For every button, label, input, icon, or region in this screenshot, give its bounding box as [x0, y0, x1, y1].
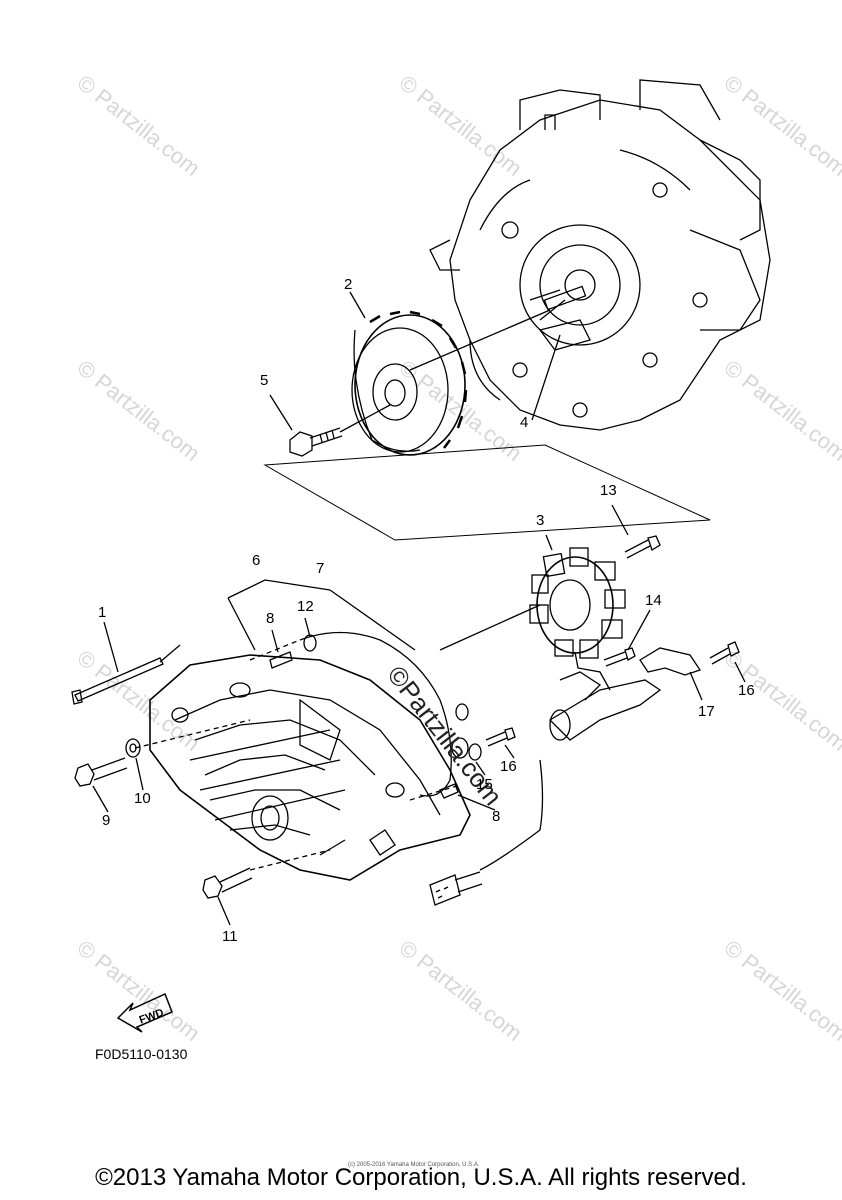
small-copyright: (c) 2005-2016 Yamaha Motor Corporation, … [348, 1162, 480, 1168]
o-ring-15 [451, 737, 469, 759]
callout-leader [217, 896, 231, 926]
flywheel-bolt [289, 427, 343, 457]
fwd-arrow-icon: FWD [116, 992, 173, 1033]
callout-1: 1 [98, 604, 107, 621]
bracket [639, 647, 702, 676]
bolt-9 [74, 757, 128, 787]
callout-leader [611, 504, 629, 536]
o-ring [303, 634, 317, 652]
callout-14: 14 [645, 592, 662, 609]
callout-13: 13 [600, 482, 617, 499]
callout-leader [475, 761, 486, 776]
bolt-16a [709, 641, 740, 665]
bolt-11 [202, 867, 253, 899]
callout-leader [689, 671, 703, 701]
callout-15: 15 [476, 776, 493, 793]
callout-11: 11 [222, 928, 238, 945]
callout-leader [103, 621, 119, 673]
callout-9: 9 [102, 812, 111, 829]
pulser-coil [479, 671, 662, 871]
o-ring-seal [299, 631, 452, 797]
leader-line [159, 644, 181, 663]
callout-leader [457, 794, 496, 811]
callout-16-right: 16 [738, 682, 755, 699]
callout-12: 12 [297, 598, 314, 615]
group-bracket [227, 597, 256, 651]
callout-leader [734, 661, 746, 683]
callout-leader [627, 609, 651, 651]
callout-leader [135, 757, 144, 791]
callout-2: 2 [344, 276, 353, 293]
group-outline [263, 444, 711, 541]
bolt-16b [485, 727, 516, 747]
dowel-pin [455, 703, 469, 721]
callout-10: 10 [134, 790, 151, 807]
wire-connector [429, 871, 483, 906]
washer [125, 738, 141, 758]
callout-leader [92, 785, 109, 813]
flywheel [351, 310, 468, 456]
leader-line [439, 604, 541, 651]
leader-line [339, 404, 391, 433]
callout-16-lower: 16 [500, 758, 517, 775]
figure-code: F0D5110-0130 [95, 1046, 188, 1062]
flywheel-cover [149, 654, 471, 881]
group-bracket [329, 589, 416, 651]
callout-leader [545, 534, 553, 551]
leader-line [409, 309, 551, 371]
callout-17: 17 [698, 703, 715, 720]
callout-3: 3 [536, 512, 545, 529]
cable-tie [71, 657, 164, 705]
callout-leader [304, 617, 311, 638]
callout-leader [349, 291, 366, 319]
callout-7: 7 [316, 560, 325, 577]
leader-line [531, 334, 561, 421]
callout-4: 4 [520, 414, 529, 431]
copyright-notice: ©2013 Yamaha Motor Corporation, U.S.A. A… [95, 1164, 747, 1191]
callout-leader [504, 744, 515, 759]
stator [529, 547, 626, 691]
callout-8-lower: 8 [492, 808, 501, 825]
fwd-label: FWD [138, 1007, 166, 1027]
callout-6: 6 [252, 552, 261, 569]
washer-15 [468, 743, 482, 761]
engine-block [429, 79, 771, 431]
bolt-13 [624, 535, 661, 559]
bolt-14 [603, 647, 636, 667]
dowel-8 [269, 651, 293, 669]
callout-leader [269, 394, 293, 431]
callout-leader [271, 629, 279, 653]
dowel-8b [439, 783, 459, 799]
group-bracket [227, 579, 331, 599]
callout-8-upper: 8 [266, 610, 275, 627]
callout-5: 5 [260, 372, 269, 389]
